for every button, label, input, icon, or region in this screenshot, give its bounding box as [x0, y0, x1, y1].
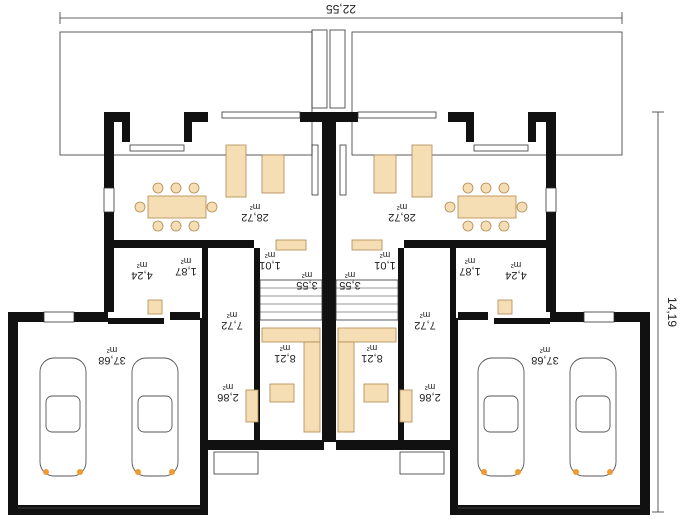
room-area-right-bath: 1,87	[459, 265, 480, 277]
room-area-left-garage: 37,68	[98, 354, 126, 366]
cars-left	[39, 357, 179, 477]
room-unit-right-stair: m²	[345, 270, 356, 280]
room-unit-right-wc: m²	[380, 250, 391, 260]
room-area-left-living: 28,72	[241, 211, 269, 223]
room-unit-left-vestibule: m²	[223, 382, 234, 392]
entrance-step-left	[213, 451, 259, 475]
living-furniture-left	[134, 144, 319, 251]
kitchen-left	[245, 327, 321, 433]
pergola-left	[311, 29, 328, 109]
entrance-step-right	[399, 451, 445, 475]
kitchen-right	[337, 327, 413, 433]
room-unit-left-wc: m²	[265, 250, 276, 260]
windows	[43, 111, 615, 323]
room-area-right-hall: 7,72	[414, 319, 435, 331]
stairs-right	[335, 279, 399, 321]
room-area-right-kitchen: 8,21	[361, 352, 382, 364]
depth-dimension: 14,19	[652, 111, 679, 513]
room-unit-left-garage: m²	[107, 345, 118, 355]
depth-label: 14,19	[665, 297, 679, 327]
room-unit-left-bath: m²	[181, 256, 192, 266]
room-unit-left-stair: m²	[302, 270, 313, 280]
room-unit-right-hall: m²	[420, 310, 431, 320]
living-furniture-right	[339, 144, 528, 251]
boiler-left	[147, 299, 163, 315]
pergola-right	[329, 29, 346, 109]
room-unit-left-hall: m²	[227, 310, 238, 320]
room-area-left-wc: 1,01	[259, 259, 280, 271]
room-area-left-bath: 1,87	[175, 265, 196, 277]
room-unit-left-living: m²	[250, 202, 261, 212]
width-label: 22,55	[326, 2, 356, 16]
room-unit-right-vestibule: m²	[425, 382, 436, 392]
room-area-right-utility: 4,24	[505, 269, 526, 281]
room-unit-right-living: m²	[397, 202, 408, 212]
room-unit-right-utility: m²	[511, 260, 522, 270]
room-area-right-living: 28,72	[388, 211, 416, 223]
stairs-left	[259, 279, 323, 321]
room-area-left-utility: 4,24	[131, 269, 152, 281]
room-area-right-stair: 3,55	[339, 279, 360, 291]
room-unit-left-kitchen: m²	[280, 343, 291, 353]
room-area-left-kitchen: 8,21	[274, 352, 295, 364]
boiler-right	[497, 299, 513, 315]
room-unit-right-bath: m²	[465, 256, 476, 266]
room-area-right-vestibule: 2,86	[419, 391, 440, 403]
room-area-right-wc: 1,01	[374, 259, 395, 271]
width-dimension: 22,55	[59, 2, 623, 24]
room-area-right-garage: 37,68	[531, 354, 559, 366]
room-area-left-hall: 7,72	[221, 319, 242, 331]
terrace-right	[351, 31, 623, 156]
room-labels: 28,72m²1,01m²1,87m²4,24m²3,55m²7,72m²8,2…	[98, 202, 559, 403]
room-area-left-stair: 3,55	[296, 279, 317, 291]
room-area-left-vestibule: 2,86	[217, 391, 238, 403]
room-unit-left-utility: m²	[137, 260, 148, 270]
walls	[8, 112, 650, 515]
room-unit-right-kitchen: m²	[367, 343, 378, 353]
cars-right	[477, 357, 617, 477]
room-unit-right-garage: m²	[540, 345, 551, 355]
